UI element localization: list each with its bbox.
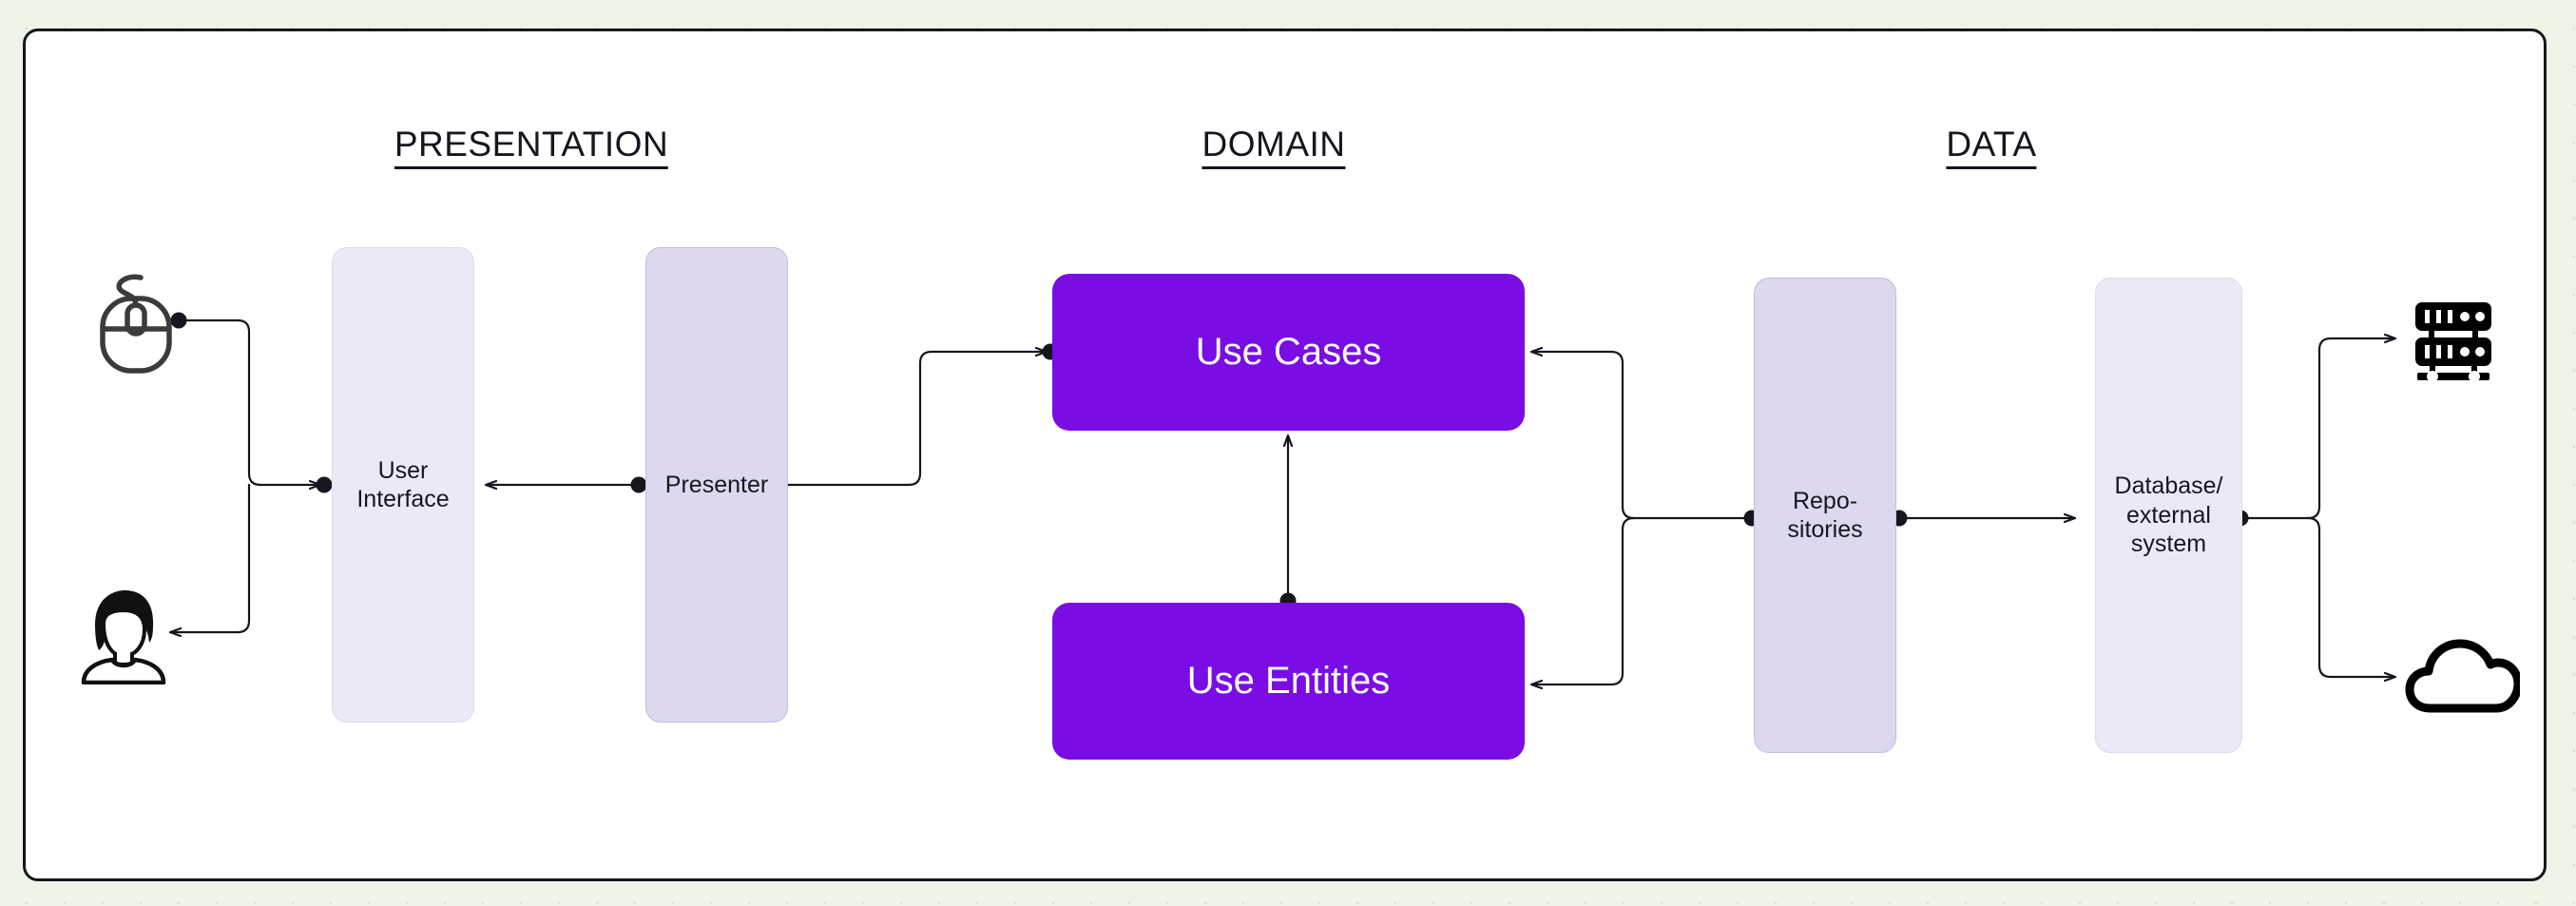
band-title-data: DATA bbox=[1946, 125, 2037, 169]
node-user-interface[interactable]: User Interface bbox=[332, 247, 474, 723]
cloud-icon bbox=[2404, 634, 2523, 724]
node-database-label: Database/ external system bbox=[2114, 472, 2223, 558]
band-title-domain: DOMAIN bbox=[1201, 125, 1346, 169]
connector-database-to-server bbox=[2239, 338, 2394, 520]
node-use-cases-label: Use Cases bbox=[1195, 331, 1382, 374]
node-use-cases[interactable]: Use Cases bbox=[1052, 274, 1525, 431]
person-icon bbox=[76, 582, 169, 689]
node-use-entities-label: Use Entities bbox=[1186, 660, 1391, 703]
mouse-icon bbox=[78, 266, 184, 380]
node-presenter-label: Presenter bbox=[664, 471, 769, 498]
connector-repositories-to-usecases bbox=[1532, 352, 1754, 520]
node-user-interface-label: User Interface bbox=[356, 456, 450, 513]
connector-ui-to-person bbox=[171, 483, 251, 632]
band-title-presentation: PRESENTATION bbox=[394, 125, 669, 169]
connector-database-to-cloud bbox=[2306, 516, 2394, 677]
node-repositories[interactable]: Repo- sitories bbox=[1754, 278, 1896, 753]
connector-mouse-to-ui bbox=[177, 318, 319, 485]
connector-presenter-to-usecases bbox=[783, 352, 1046, 487]
node-use-entities[interactable]: Use Entities bbox=[1052, 603, 1525, 760]
connector-repositories-to-useentities bbox=[1532, 516, 1636, 684]
node-repositories-label: Repo- sitories bbox=[1787, 487, 1863, 544]
node-database-external-system[interactable]: Database/ external system bbox=[2095, 278, 2242, 753]
node-presenter[interactable]: Presenter bbox=[645, 247, 788, 723]
server-rack-icon bbox=[2410, 297, 2497, 389]
